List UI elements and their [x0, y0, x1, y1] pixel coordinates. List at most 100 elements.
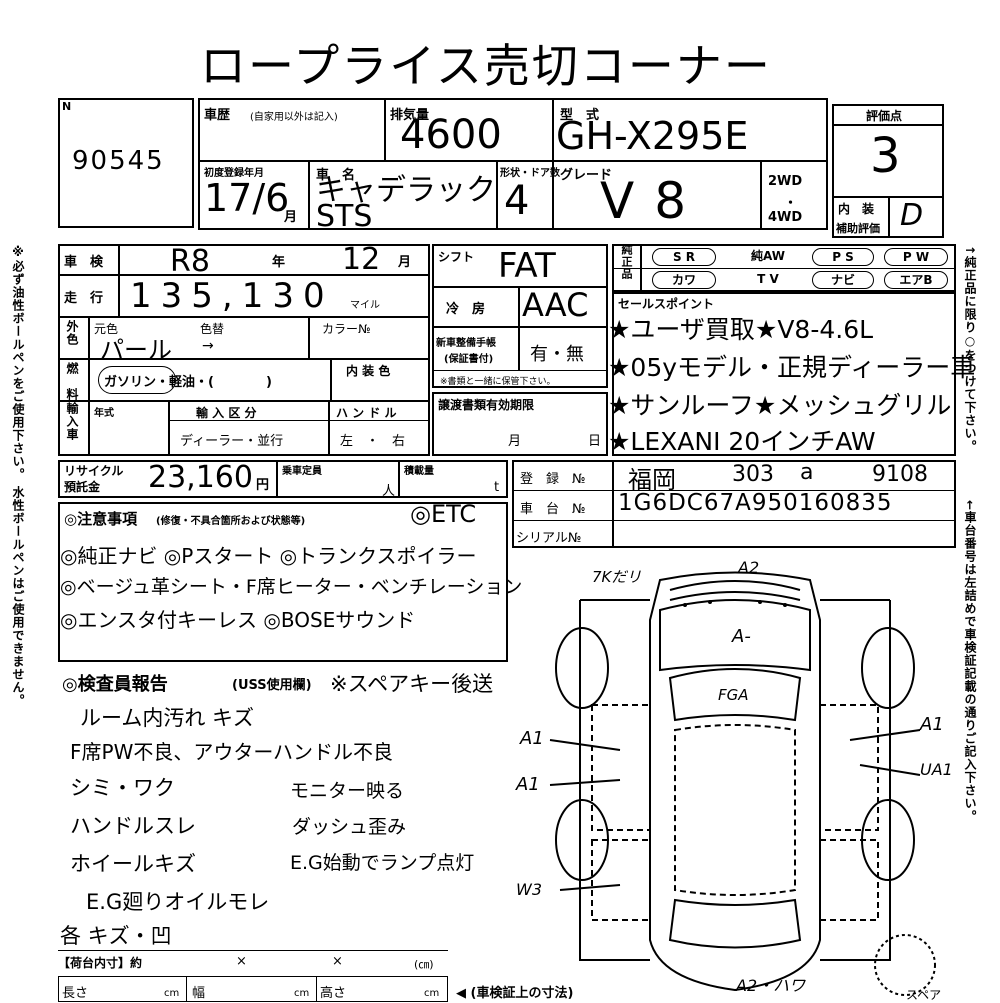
inspector-line-6: E.G廻りオイルモレ: [86, 890, 270, 914]
sales-points-box: [612, 292, 956, 456]
shaken-month-unit: 月: [398, 255, 412, 270]
mark-sunroof: 7Kだリ: [592, 568, 642, 586]
top-info-grid: [198, 98, 828, 230]
genuine-leather: カワ: [652, 271, 716, 289]
genuine-sr: S R: [652, 248, 716, 266]
color-value: パール: [100, 336, 172, 364]
mileage-unit: マイル: [350, 300, 380, 311]
inspector-label: ◎検査員報告: [62, 674, 168, 695]
displacement-label: 排気量: [390, 108, 430, 123]
genuine-tv: T V: [757, 272, 779, 286]
color-no-label: カラー№: [322, 322, 371, 336]
model-type-value: GH-X295E: [556, 114, 749, 158]
history-label: 車歴: [204, 108, 231, 123]
dims-height: 高さ: [320, 986, 347, 1001]
genuine-ps: P S: [812, 248, 874, 266]
capacity-label: 乗車定員: [282, 466, 322, 477]
inspector-line-7: 各 キズ・凹: [60, 924, 172, 948]
vehicle-details-grid: [58, 244, 430, 456]
recycle-value: 23,160: [148, 460, 253, 495]
color-orig-label: 元色: [94, 322, 119, 336]
shaken-label: 車 検: [64, 255, 104, 270]
car-damage-diagram: [549, 571, 936, 996]
drive-2wd: 2WD: [768, 174, 803, 189]
inspector-tail: ※スペアキー後送: [330, 672, 494, 696]
maint-note: ※書類と一緒に保管下さい。: [440, 377, 556, 387]
transfer-day: 日: [588, 434, 602, 449]
page-title: ロープライス売切コーナー: [200, 39, 772, 93]
interior-label-1: 内 装: [838, 202, 875, 216]
registration-grid: [512, 460, 956, 548]
notes-head: ◎ETC: [410, 500, 477, 528]
mark-bottom: A2・ハワ: [736, 976, 806, 995]
recycle-label-1: リサイクル: [64, 464, 124, 478]
cargo-x-2: ×: [332, 954, 343, 969]
side-note-right-top: ↑純正品に限り○をつけて下さい。: [963, 245, 977, 454]
shaken-month: 12: [342, 242, 381, 277]
lot-box: N 90545: [58, 98, 194, 228]
grade-label: グレード: [560, 168, 613, 183]
sales-point-2: ★05yモデル・正規ディーラー車: [608, 353, 976, 382]
mark-right-1: A1: [920, 714, 944, 735]
inspector-sub: (USS使用欄): [232, 678, 312, 693]
notes-line-1: ◎純正ナビ ◎Pスタート ◎トランクスポイラー: [60, 544, 477, 568]
reg-no-number: 9108: [872, 462, 928, 487]
score-value: 3: [870, 128, 901, 184]
serial-no-label: シリアル№: [516, 531, 582, 546]
mark-spare: スペア: [906, 988, 942, 1002]
inspector-right-2: ダッシュ歪み: [292, 816, 407, 838]
sales-point-4: ★LEXANI 20インチAW: [608, 427, 876, 456]
capacity-unit: 人: [382, 484, 396, 499]
ac-label: 冷 房: [446, 302, 486, 317]
load-unit: t: [494, 480, 500, 495]
cargo-unit: (㎝): [414, 958, 434, 971]
dims-width-cm: cm: [294, 988, 310, 999]
first-reg-unit: 月: [284, 210, 298, 225]
recycle-label-2: 預託金: [64, 480, 101, 494]
drive-4wd: 4WD: [768, 210, 803, 225]
maint-label-2: (保証書付): [444, 354, 494, 365]
maint-value: 有・無: [530, 344, 584, 365]
ac-value: AAC: [522, 286, 589, 324]
color-arrow: →: [202, 338, 214, 354]
shaken-value: R8: [170, 244, 210, 279]
genuine-label: 純正品: [620, 244, 633, 280]
reg-no-region: 福岡: [628, 466, 676, 494]
drive-dot: ・: [784, 196, 798, 211]
notes-line-3: ◎エンスタ付キーレス ◎BOSEサウンド: [60, 608, 416, 632]
shift-grid: [432, 244, 608, 388]
mileage-value: 135,130: [130, 276, 334, 316]
import-kind-value: ディーラー・並行: [180, 434, 284, 449]
dims-length-cm: cm: [164, 988, 180, 999]
genuine-aw: 純AW: [751, 249, 785, 263]
color-side-label: 外色: [65, 320, 79, 346]
dims-width: 幅: [192, 986, 206, 1001]
handle-label: ハ ン ド ル: [336, 406, 397, 420]
sales-point-1: ★ユーザ買取★V8-4.6L: [608, 315, 874, 344]
interior-value: D: [900, 198, 924, 233]
recycle-grid: [58, 460, 508, 498]
transfer-box: [432, 392, 608, 456]
dims-note: ◀ (車検証上の寸法): [456, 986, 574, 1001]
reg-no-kana: a: [800, 460, 814, 485]
mark-left-3: W3: [516, 880, 542, 899]
car-name-value: キャデラック STS: [316, 173, 496, 234]
shift-value: FAT: [498, 246, 556, 286]
lot-label: N: [62, 100, 72, 113]
reg-no-class: 303: [732, 462, 774, 487]
inspector-right-1: モニター映る: [290, 780, 405, 802]
interior-label-2: 補助評価: [836, 222, 880, 235]
notes-sub: (修復・不具合箇所および状態等): [156, 516, 306, 527]
transfer-label: 譲渡書類有効期限: [438, 398, 535, 412]
side-note-right-bottom: ←車台番号は左詰めで車検証記載の通りご記入下さい。: [963, 500, 977, 824]
inspector-line-2: F席PW不良、アウターハンドル不良: [70, 740, 393, 764]
color-change-label: 色替: [200, 322, 225, 336]
lot-number: 90545: [72, 146, 165, 176]
fuel-options: ガソリン・軽油・( ): [104, 375, 272, 390]
mark-top: A2: [738, 558, 760, 577]
score-label: 評価点: [866, 109, 903, 123]
shift-label: シフト: [438, 250, 475, 264]
mark-glass: FGA: [718, 686, 749, 704]
mark-left-2: A1: [516, 774, 540, 795]
chassis-no-value: 1G6DC67A950160835: [618, 490, 893, 516]
